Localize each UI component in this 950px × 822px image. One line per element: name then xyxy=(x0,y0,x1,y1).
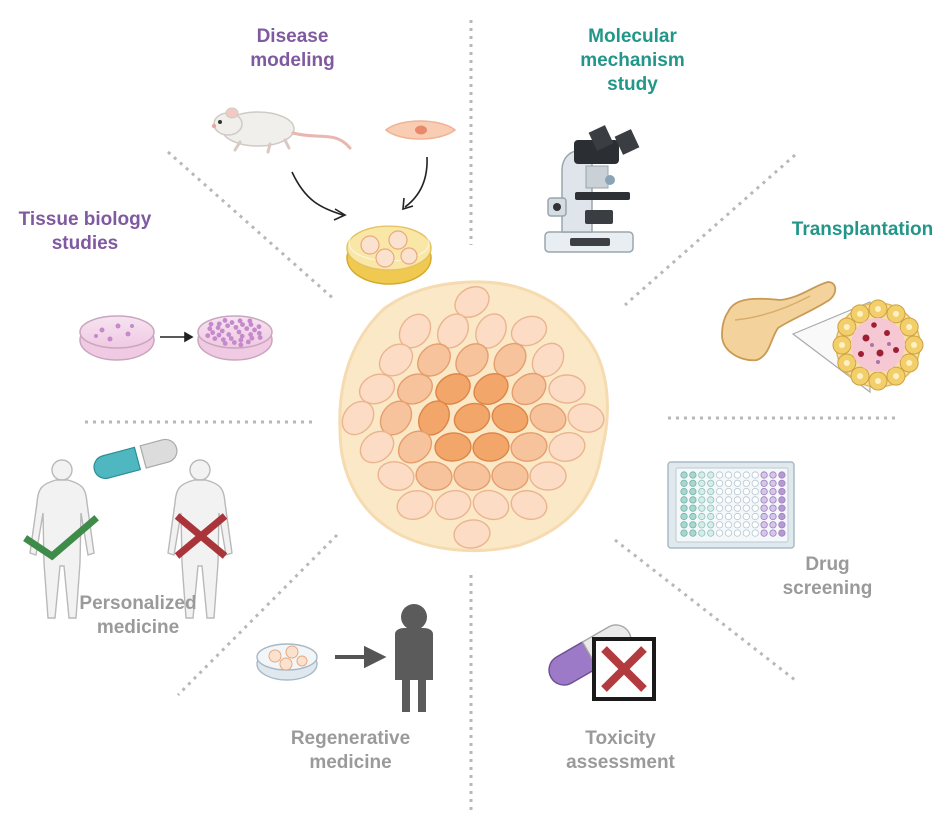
organoid-cell xyxy=(491,461,529,491)
organoid-cell xyxy=(455,343,489,377)
organoid-cell xyxy=(359,430,395,464)
label-line: studies xyxy=(51,233,119,254)
label-line: Toxicity xyxy=(585,728,656,749)
organoid-cell xyxy=(548,432,586,462)
label-transplantation: Transplantation xyxy=(785,218,940,242)
organoid-cell xyxy=(435,373,471,405)
organoid-cell xyxy=(567,403,605,433)
organoid-cell xyxy=(472,432,510,462)
organoid-cell xyxy=(358,373,396,405)
organoid-cell xyxy=(341,400,375,436)
organoid-cell xyxy=(454,286,490,318)
label-line: Regenerative xyxy=(290,728,411,749)
arrow-icon xyxy=(291,156,428,221)
capsule-icon xyxy=(93,438,178,480)
label-drug-screening: Drug screening xyxy=(765,553,890,601)
organoid-cell xyxy=(453,461,491,491)
organoid-cell xyxy=(529,461,567,491)
organoid-cell xyxy=(473,373,509,405)
label-line: modeling xyxy=(250,50,335,71)
petri-dish-sparse-icon xyxy=(79,315,155,361)
petri-dish-with-organoids-icon xyxy=(346,224,432,285)
label-line: mechanism xyxy=(580,50,685,71)
microscope-icon xyxy=(544,125,640,253)
label-regenerative-medicine: Regenerative medicine xyxy=(278,727,423,775)
label-line: study xyxy=(607,74,658,95)
human-body-icon xyxy=(29,459,233,619)
label-line: Transplantation xyxy=(791,219,934,240)
petri-dish-dense-icon xyxy=(197,315,273,361)
islet-organoid-icon xyxy=(832,299,924,391)
organoid-cell xyxy=(453,402,491,434)
cross-box-icon xyxy=(592,637,656,701)
organoid-cell-cluster-icon xyxy=(338,280,609,553)
organoid-cell xyxy=(472,489,510,521)
organoid-cell xyxy=(377,461,415,491)
organoid-cell xyxy=(434,432,472,462)
organoid-cell xyxy=(453,519,491,549)
check-mark-icon xyxy=(23,515,99,561)
cell-icon xyxy=(384,120,457,140)
label-tissue-biology: Tissue biology studies xyxy=(5,208,165,256)
organoid-cell xyxy=(378,343,414,377)
label-line: screening xyxy=(782,578,873,599)
mouse-icon xyxy=(211,107,352,154)
label-line: medicine xyxy=(309,752,392,773)
organoid-cell xyxy=(397,373,433,405)
cross-mark-icon xyxy=(174,513,228,559)
divider-lines xyxy=(85,20,895,810)
organoid-cell xyxy=(396,489,434,521)
pancreas-icon xyxy=(721,281,837,362)
organoid-cell xyxy=(434,489,472,521)
label-line: medicine xyxy=(96,617,180,638)
organoid-cell xyxy=(510,489,548,521)
label-disease-modeling: Disease modeling xyxy=(230,25,355,73)
organoid-cell xyxy=(491,402,529,434)
label-personalized-medicine: Personalized medicine xyxy=(68,592,208,640)
organoid-cell xyxy=(548,374,586,404)
organoid-cell xyxy=(511,372,547,406)
organoid-cell xyxy=(417,343,451,377)
label-line: Molecular xyxy=(588,26,677,47)
organoid-cell xyxy=(415,461,453,491)
label-line: Personalized xyxy=(79,593,197,614)
person-silhouette-icon xyxy=(395,604,433,712)
label-line: Tissue biology xyxy=(18,209,152,230)
organoid-cell xyxy=(397,430,433,464)
organoid-cell xyxy=(510,315,548,347)
organoid-cell xyxy=(510,432,548,462)
label-line: assessment xyxy=(566,752,675,773)
arrow-right-icon xyxy=(335,645,387,669)
organoid-cell xyxy=(529,403,567,433)
label-molecular-mechanism: Molecular mechanism study xyxy=(560,25,705,97)
label-line: Disease xyxy=(256,26,329,47)
arrow-right-icon xyxy=(160,331,194,343)
label-line: Drug xyxy=(805,554,850,575)
well-plate-icon xyxy=(667,461,795,549)
petri-dish-with-organoids-icon xyxy=(256,643,318,681)
label-toxicity-assessment: Toxicity assessment xyxy=(553,727,688,775)
